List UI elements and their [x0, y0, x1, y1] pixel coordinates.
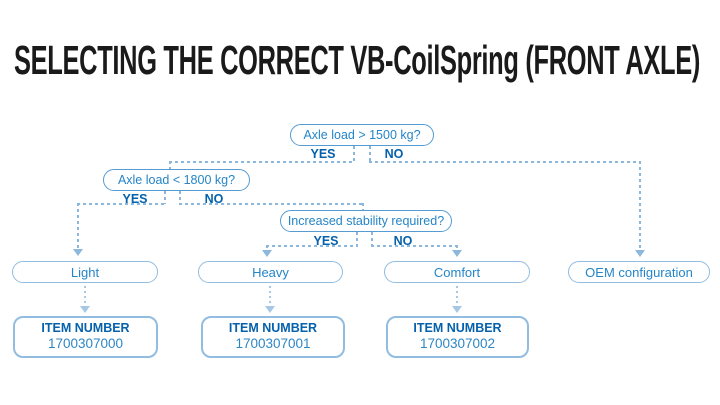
yes-branch-label: YES	[122, 192, 148, 206]
result-label: Comfort	[433, 264, 481, 280]
item-number-heading: ITEM NUMBER	[41, 321, 130, 336]
item-number-value: 1700307001	[235, 335, 311, 351]
item-number-box-light: ITEM NUMBER 1700307000	[13, 316, 158, 358]
flow-line-to-light	[77, 203, 79, 249]
flow-line-yes2	[77, 203, 166, 205]
result-node-light: Light	[12, 261, 158, 283]
flow-line	[84, 286, 86, 306]
item-number-value: 1700307002	[419, 335, 496, 351]
flow-line-to-heavy	[266, 245, 268, 250]
flow-line-no3	[371, 245, 458, 247]
no-branch-label: NO	[384, 147, 404, 161]
result-label: Light	[70, 264, 100, 280]
flow-line-no2	[179, 203, 364, 205]
arrowhead-down-icon	[452, 250, 462, 257]
decision-question: Increased stability required?	[287, 214, 445, 228]
no-branch-label: NO	[393, 234, 413, 248]
result-node-heavy: Heavy	[198, 261, 343, 283]
decision-question: Axle load < 1800 kg?	[117, 173, 236, 187]
result-label: OEM configuration	[585, 264, 693, 280]
decision-node-stability: Increased stability required?	[280, 210, 452, 232]
flow-line-to-comfort	[456, 245, 458, 250]
flow-line	[371, 232, 373, 246]
flow-line	[362, 203, 364, 211]
yes-branch-label: YES	[310, 147, 336, 161]
arrowhead-down-icon	[452, 306, 462, 313]
flow-line-to-oem	[639, 161, 641, 250]
item-number-box-comfort: ITEM NUMBER 1700307002	[386, 316, 529, 358]
flow-line-no1	[369, 161, 641, 163]
result-node-oem-configuration: OEM configuration	[568, 261, 710, 283]
item-number-heading: ITEM NUMBER	[413, 321, 502, 336]
item-number-heading: ITEM NUMBER	[228, 321, 318, 336]
arrowhead-down-icon	[73, 249, 83, 256]
page-title: SELECTING THE CORRECT VB-CoilSpring (FRO…	[14, 37, 701, 83]
flow-line-yes3	[266, 245, 358, 247]
flow-line	[369, 146, 371, 163]
flow-line	[353, 146, 355, 163]
arrowhead-down-icon	[80, 306, 90, 313]
yes-branch-label: YES	[313, 234, 339, 248]
decision-node-axle-load-1500: Axle load > 1500 kg?	[290, 124, 434, 146]
flow-line-yes1	[169, 161, 355, 163]
flow-line	[356, 232, 358, 246]
flow-line	[179, 191, 181, 204]
flow-line	[164, 191, 166, 204]
no-branch-label: NO	[204, 192, 224, 206]
arrowhead-down-icon	[262, 250, 272, 257]
result-node-comfort: Comfort	[384, 261, 530, 283]
flow-line	[456, 286, 458, 306]
flow-line	[169, 161, 171, 170]
item-number-value: 1700307000	[47, 335, 124, 351]
flow-line	[269, 286, 271, 306]
result-label: Heavy	[252, 264, 289, 280]
decision-node-axle-load-1800: Axle load < 1800 kg?	[103, 169, 250, 191]
decision-question: Axle load > 1500 kg?	[303, 128, 421, 142]
item-number-box-heavy: ITEM NUMBER 1700307001	[201, 316, 345, 358]
arrowhead-down-icon	[635, 250, 645, 257]
arrowhead-down-icon	[265, 306, 275, 313]
